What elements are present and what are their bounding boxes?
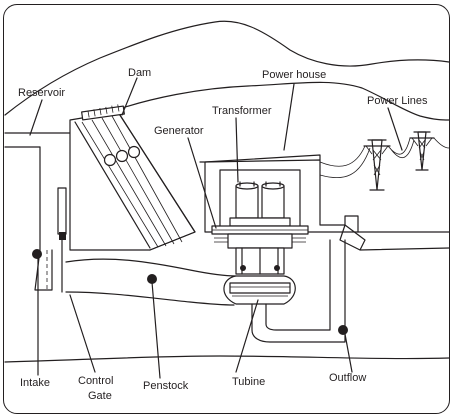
leader-power-house [283, 83, 295, 151]
intake-marker [32, 249, 42, 259]
label-tubine: Tubine [232, 376, 265, 388]
spillway-gate-3 [127, 145, 141, 159]
leader-control-gate [69, 294, 96, 373]
label-generator: Generator [154, 125, 204, 137]
leader-outflow [344, 333, 353, 373]
label-power-lines: Power Lines [367, 95, 428, 107]
leader-power-lines [387, 107, 403, 151]
mountain-ridge-front [109, 81, 450, 121]
reservoir-water [4, 132, 76, 148]
leader-dam [121, 77, 138, 116]
leader-generator [187, 137, 217, 229]
spillway-gate-1 [103, 153, 117, 167]
control-gate-tower [57, 187, 67, 235]
label-penstock: Penstock [143, 380, 189, 392]
label-intake: Intake [20, 377, 50, 389]
label-dam: Dam [128, 67, 151, 79]
leader-reservoir [29, 99, 43, 136]
mountain-ridge-back [4, 20, 450, 116]
penstock-marker [147, 274, 157, 284]
control-gate-block [59, 232, 66, 240]
draft-tube [251, 239, 346, 343]
penstock-lower [65, 291, 235, 306]
spillway-gate-2 [115, 149, 129, 163]
label-transformer: Transformer [212, 105, 272, 117]
label-power-house: Power house [262, 69, 326, 81]
transformer [229, 181, 291, 227]
outflow-channel [339, 224, 450, 251]
generator [211, 225, 309, 275]
power-house-roof-line [199, 154, 321, 163]
turbine [223, 275, 296, 305]
label-reservoir: Reservoir [18, 87, 65, 99]
label-gate: Gate [88, 390, 112, 402]
outflow-marker [338, 325, 348, 335]
leader-penstock [151, 281, 161, 379]
power-line-tower-2 [409, 131, 435, 171]
dam-inner-lines [81, 115, 183, 248]
power-line-tower-1 [363, 139, 391, 191]
label-control: Control [78, 375, 113, 387]
leader-transformer [235, 117, 239, 183]
power-cables [319, 137, 450, 179]
ground-line [4, 355, 450, 363]
label-outflow: Outflow [329, 372, 366, 384]
leader-tubine [235, 299, 259, 373]
penstock-upper [65, 258, 237, 277]
